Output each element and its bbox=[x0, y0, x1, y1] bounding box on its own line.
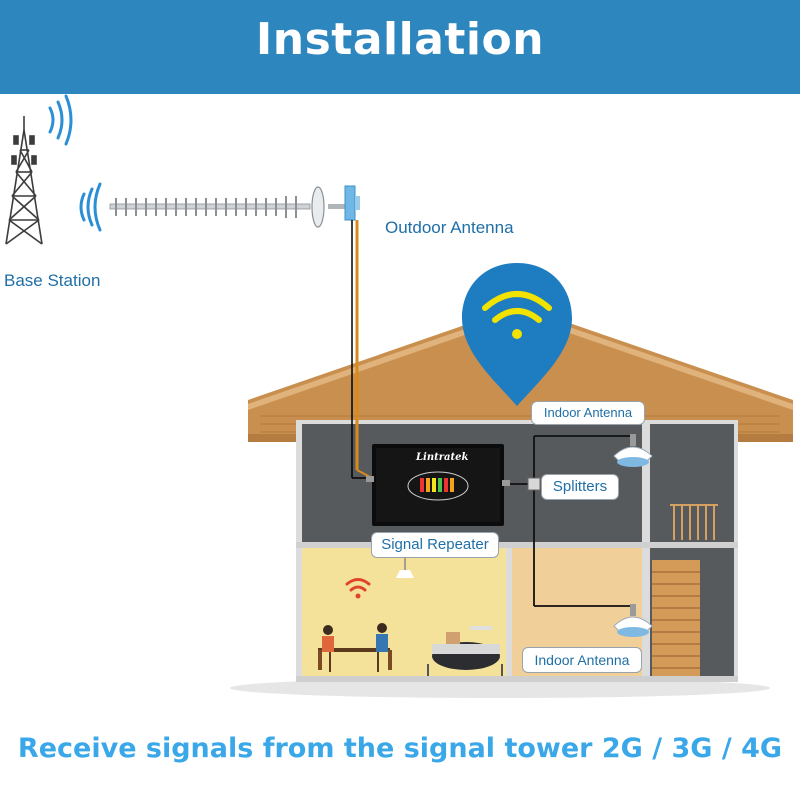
footer-caption: Receive signals from the signal tower 2G… bbox=[17, 733, 783, 764]
wifi-red-icon bbox=[345, 578, 371, 592]
page-title: Installation bbox=[255, 14, 545, 65]
living-room-icon bbox=[427, 626, 503, 676]
indoor-antenna-top-icon bbox=[613, 434, 653, 467]
yagi-antenna-signal-waves-icon bbox=[79, 182, 102, 232]
splitter-icon bbox=[527, 477, 541, 491]
ceiling-lamp-icon bbox=[396, 570, 414, 578]
stair-room-upper bbox=[650, 424, 734, 542]
indoor-cables bbox=[504, 435, 632, 607]
base-station-tower-icon bbox=[5, 116, 43, 245]
dining-people-icon bbox=[318, 623, 392, 672]
label-signal-repeater: Signal Repeater bbox=[371, 532, 499, 558]
tower-signal-waves-icon bbox=[48, 94, 73, 146]
label-base-station: Base Station bbox=[4, 271, 101, 290]
header-banner: Installation bbox=[0, 0, 800, 94]
ground-shadow bbox=[230, 678, 770, 698]
indoor-antenna-bottom-icon bbox=[613, 604, 653, 637]
repeater-brand: Lintratek bbox=[416, 452, 469, 463]
label-splitters: Splitters bbox=[541, 474, 619, 500]
label-indoor-antenna-top: Indoor Antenna bbox=[531, 401, 645, 425]
label-indoor-antenna-bottom: Indoor Antenna bbox=[522, 647, 642, 673]
signal-repeater-device-icon bbox=[366, 444, 510, 526]
label-outdoor-antenna: Outdoor Antenna bbox=[385, 218, 514, 237]
yagi-antenna-icon bbox=[109, 185, 360, 228]
wifi-location-pin-icon bbox=[462, 263, 572, 406]
